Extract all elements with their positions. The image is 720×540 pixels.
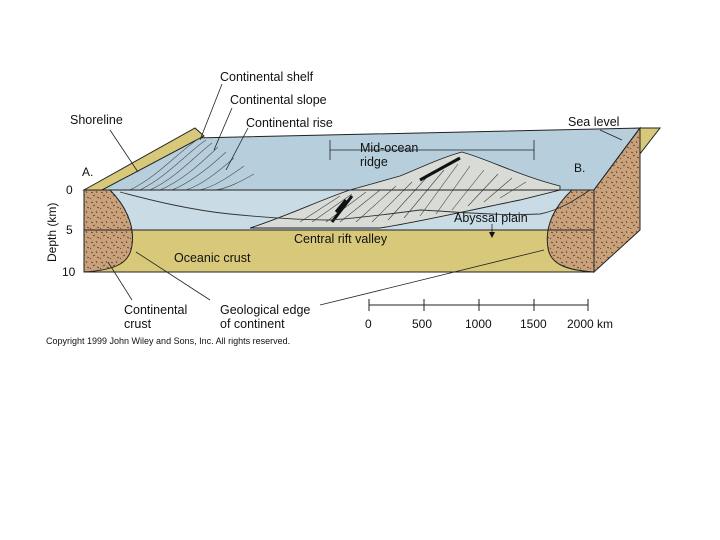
label-shoreline: Shoreline [70,113,123,127]
right-continental-crust [546,189,595,273]
leader-lines [107,83,623,306]
label-geological-edge-2: of continent [220,317,285,331]
label-continental-crust-1: Continental [124,303,187,317]
label-oceanic-crust: Oceanic crust [174,251,251,265]
depth-axis-title: Depth (km) [45,203,59,262]
seafloor-profile [119,189,591,221]
label-geological-edge-1: Geological edge [220,303,310,317]
scale-tick-1500: 1500 [520,317,547,331]
label-central-rift-valley: Central rift valley [294,232,388,246]
depth-tick-0: 0 [66,183,73,197]
label-point-a: A. [82,165,93,179]
label-continental-rise: Continental rise [246,116,333,130]
label-abyssal-plain: Abyssal plain [454,211,528,225]
left-continental-crust [83,189,134,273]
scale-tick-1000: 1000 [465,317,492,331]
label-point-b: B. [574,161,585,175]
abyssal-plain-arrow [489,232,495,238]
scale-tick-2000: 2000 km [567,317,613,331]
depth-tick-5: 5 [66,223,73,237]
label-continental-crust-2: crust [124,317,152,331]
label-continental-shelf: Continental shelf [220,70,314,84]
label-mid-ocean: Mid-ocean [360,141,418,155]
copyright-notice: Copyright 1999 John Wiley and Sons, Inc.… [46,336,290,346]
distance-scale-bar [368,299,589,311]
label-ridge: ridge [360,155,388,169]
label-continental-slope: Continental slope [230,93,327,107]
scale-tick-500: 500 [412,317,432,331]
rift-fissures [330,156,461,223]
depth-tick-10: 10 [62,265,76,279]
label-sea-level: Sea level [568,115,619,129]
scale-tick-0: 0 [365,317,372,331]
